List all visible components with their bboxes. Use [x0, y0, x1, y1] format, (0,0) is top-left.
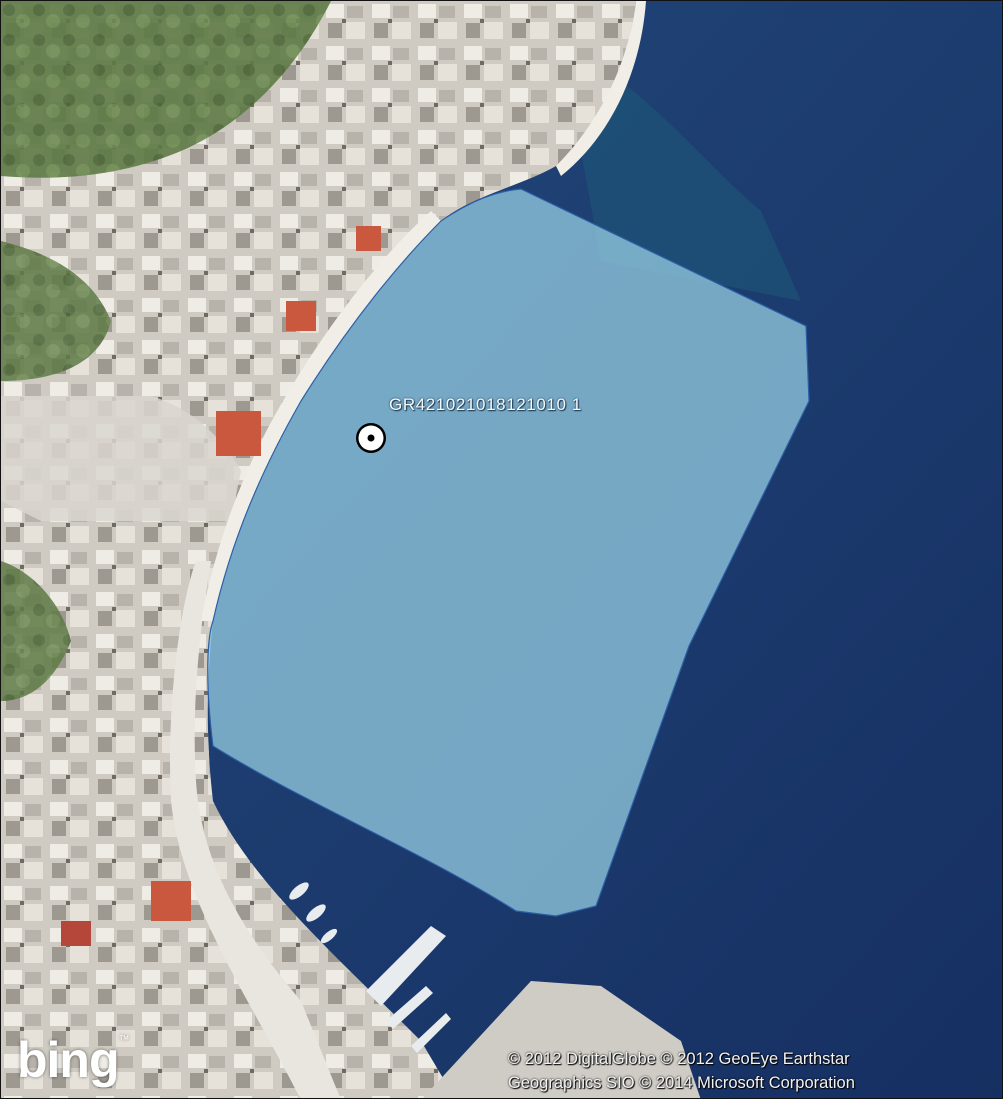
- bathing-water-zone[interactable]: [207, 188, 810, 917]
- bullseye-marker-icon[interactable]: [354, 421, 388, 455]
- town-land: [1, 1, 636, 1098]
- green-hillside: [1, 1, 331, 178]
- feature-label: GR421021018121010 1: [389, 395, 582, 414]
- copyright-line-1: © 2012 DigitalGlobe © 2012 GeoEye Earths…: [508, 1050, 850, 1068]
- boats: [289, 882, 451, 1053]
- bing-logo: bing™: [17, 1032, 130, 1088]
- map-copyright: © 2012 DigitalGlobe © 2012 GeoEye Earths…: [508, 1047, 855, 1095]
- port-pier: [422, 981, 701, 1098]
- copyright-line-2: Geographics SIO © 2014 Microsoft Corpora…: [508, 1074, 855, 1092]
